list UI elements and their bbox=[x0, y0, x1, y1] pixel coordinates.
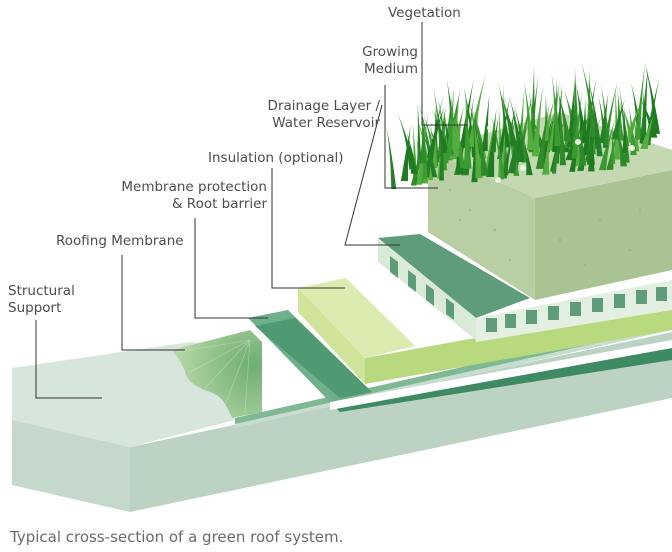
membrane-protection-layer bbox=[248, 310, 672, 412]
grass-blade bbox=[579, 124, 587, 166]
grass-blade bbox=[499, 92, 518, 147]
grass-blade bbox=[497, 94, 511, 160]
grass-blade bbox=[603, 80, 619, 146]
grass-blade bbox=[571, 91, 583, 159]
grass-blade bbox=[640, 69, 648, 137]
grass-blade bbox=[582, 77, 597, 155]
grass-blade bbox=[386, 126, 397, 190]
vegetation-grass bbox=[386, 61, 661, 190]
figure-caption: Typical cross-section of a green roof sy… bbox=[10, 528, 344, 546]
grass-blade bbox=[610, 125, 616, 164]
grass-blade bbox=[498, 81, 510, 148]
grass-blade bbox=[420, 126, 438, 178]
grass-blade bbox=[463, 89, 472, 169]
grass-blade bbox=[581, 62, 599, 137]
grass-blade bbox=[439, 121, 445, 181]
grass-blade bbox=[551, 73, 562, 146]
grass-blade bbox=[599, 92, 609, 144]
label-insulation: Insulation (optional) bbox=[208, 150, 344, 166]
grass-blade bbox=[600, 84, 610, 138]
grass-blade bbox=[644, 61, 661, 134]
grass-blade bbox=[486, 109, 497, 178]
grass-blade bbox=[634, 62, 646, 140]
label-roofing-membrane: Roofing Membrane bbox=[56, 233, 184, 249]
grass-blade bbox=[548, 79, 560, 151]
grass-blade bbox=[610, 98, 625, 140]
drainage-layer bbox=[378, 234, 672, 342]
grass-blade bbox=[514, 106, 528, 159]
flower-bud bbox=[629, 145, 635, 151]
grass-blade bbox=[432, 109, 450, 153]
grass-blade bbox=[467, 73, 487, 147]
grass-blade bbox=[400, 126, 411, 182]
grass-blade bbox=[426, 110, 444, 158]
grass-blade bbox=[639, 97, 658, 138]
grass-blade bbox=[531, 85, 544, 157]
grass-blade bbox=[490, 116, 499, 153]
grass-blade bbox=[541, 135, 550, 175]
flower-bud bbox=[495, 177, 501, 183]
grass-blade bbox=[473, 118, 489, 176]
grass-blade bbox=[639, 68, 648, 144]
grass-blade bbox=[587, 77, 603, 157]
flower-bud bbox=[487, 125, 493, 131]
grass-blade bbox=[558, 89, 566, 166]
grass-blade bbox=[640, 112, 655, 149]
flower-bud bbox=[520, 165, 526, 171]
grass-blade bbox=[446, 86, 455, 157]
grass-blade bbox=[481, 94, 490, 151]
grass-blade bbox=[644, 77, 660, 146]
grass-blade bbox=[406, 132, 418, 174]
grass-blade bbox=[526, 104, 535, 151]
flower-bud bbox=[575, 139, 581, 145]
grass-blade bbox=[581, 99, 587, 144]
grass-blade bbox=[490, 113, 505, 178]
grass-blade bbox=[558, 93, 572, 141]
grass-blade bbox=[622, 106, 627, 154]
grass-blade bbox=[502, 110, 518, 179]
grass-blade bbox=[523, 139, 533, 176]
label-membrane-protection: Membrane protection& Root barrier bbox=[121, 179, 267, 212]
grass-blade bbox=[535, 102, 550, 169]
leader-lines bbox=[35, 22, 468, 399]
label-vegetation: Vegetation bbox=[388, 5, 461, 21]
grass-blade bbox=[471, 109, 483, 179]
grass-blade bbox=[554, 85, 563, 148]
grass-blade bbox=[437, 115, 442, 158]
grass-blade bbox=[419, 121, 427, 164]
label-drainage-layer: Drainage Layer /Water Reservoir bbox=[267, 98, 380, 131]
